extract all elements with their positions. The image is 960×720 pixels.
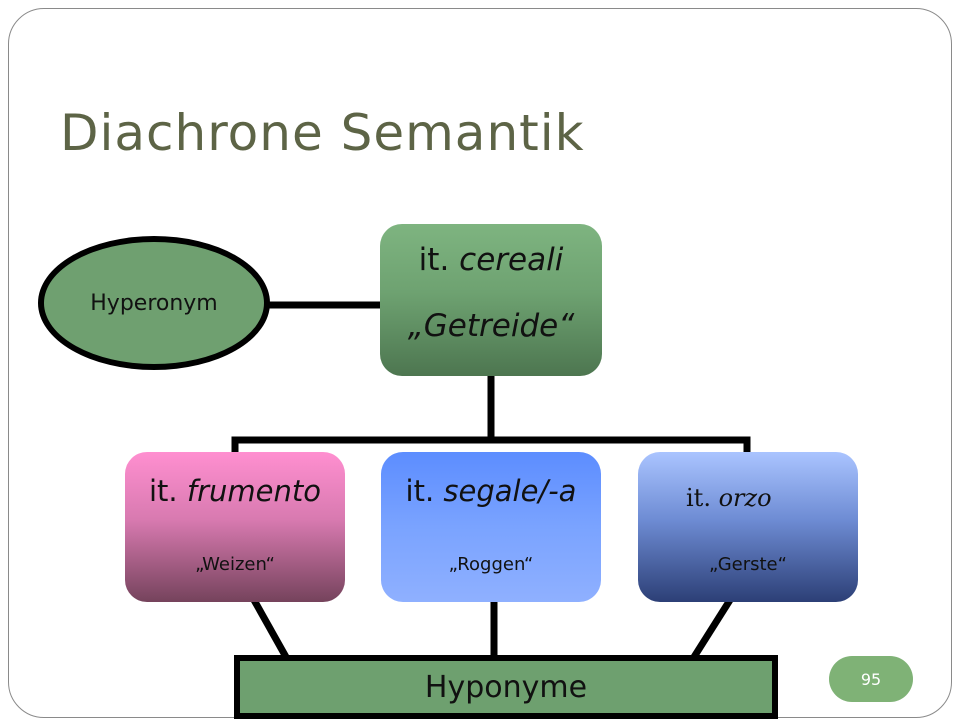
hyponyme-label: Hyponyme — [424, 669, 588, 705]
child-term: it. segale/-a — [405, 474, 577, 508]
root-gloss: „Getreide“ — [407, 308, 575, 344]
child-gloss: „Gerste“ — [709, 554, 787, 575]
hyperonym-label: Hyperonym — [90, 290, 218, 316]
page-number-badge: 95 — [829, 656, 913, 702]
child-1-to-hyponyme — [250, 598, 290, 659]
slide-title: Diachrone Semantik — [60, 104, 585, 162]
child-term: it. frumento — [149, 474, 321, 508]
root-node-cereali: it. cereali „Getreide“ — [380, 224, 602, 376]
child-node-frumento: it. frumento „Weizen“ — [125, 452, 345, 602]
hyponyme-box: Hyponyme — [234, 655, 778, 719]
page-number: 95 — [860, 669, 882, 689]
tree-bracket — [231, 436, 751, 462]
child-gloss: „Roggen“ — [448, 554, 534, 575]
child-gloss: „Weizen“ — [195, 554, 275, 575]
hyperonym-node: Hyperonym — [38, 236, 270, 370]
root-term: it. cereali — [418, 242, 564, 278]
child-node-segale: it. segale/-a „Roggen“ — [381, 452, 601, 602]
child-term: it. orzo — [686, 484, 772, 512]
child-node-orzo: it. orzo „Gerste“ — [638, 452, 858, 602]
child-3-to-hyponyme — [691, 598, 733, 659]
